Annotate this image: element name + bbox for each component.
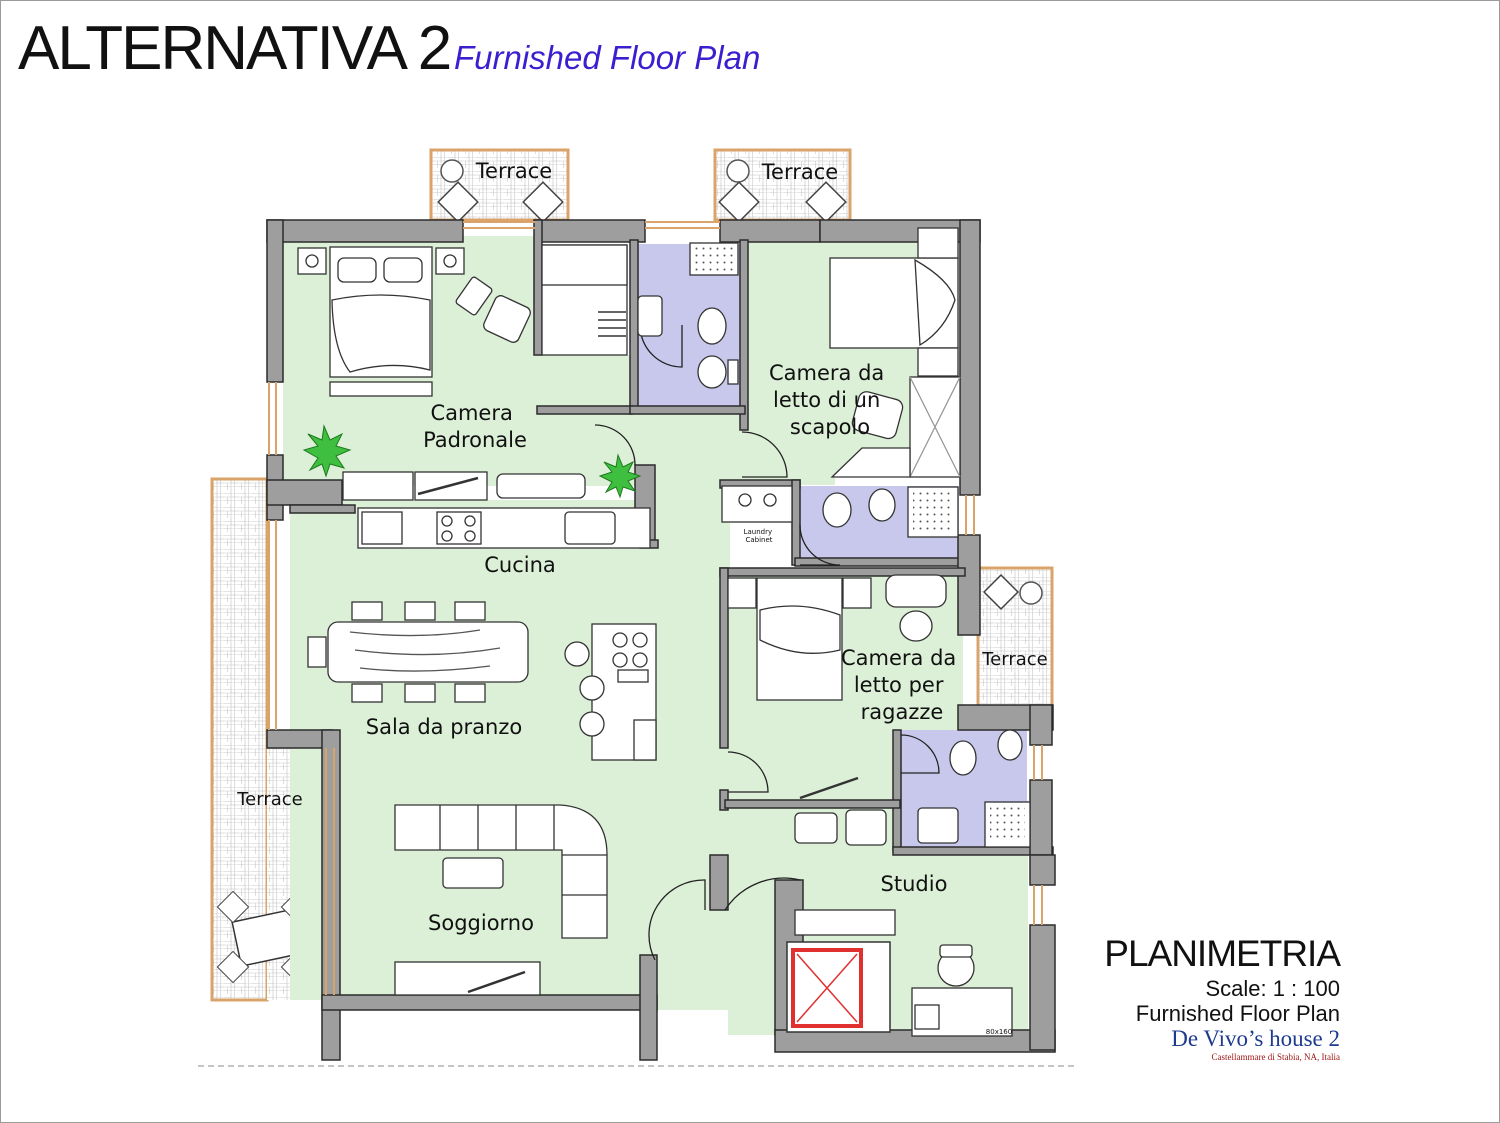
stool-icon — [579, 675, 605, 701]
room-label-camera-padronale: Camera Padronale — [423, 401, 527, 452]
elevator-icon — [786, 941, 891, 1033]
toilet-icon — [949, 740, 977, 776]
vanity-icon — [885, 574, 947, 608]
chair-icon — [899, 610, 933, 642]
terrace-label: Terrace — [475, 159, 552, 183]
coffee-table-icon — [442, 857, 504, 889]
toilet-icon — [697, 355, 727, 389]
dining-table-icon — [327, 621, 529, 683]
stool-icon — [579, 711, 605, 737]
room-label-camera-ragazze: Camera da letto per ragazze — [841, 646, 963, 724]
desk-size-label: 80x160 — [986, 1028, 1012, 1036]
terrace-top-right — [713, 148, 852, 223]
sink-icon — [637, 295, 663, 337]
legend-title: PLANIMETRIA — [1104, 933, 1341, 974]
bidet-icon — [997, 729, 1023, 761]
room-label-studio: Studio — [881, 872, 948, 896]
terrace-label: Terrace — [236, 789, 303, 810]
armchair-icon — [455, 276, 493, 316]
plan-title: ALTERNATIVA 2 — [18, 14, 452, 83]
room-label-soggiorno: Soggiorno — [428, 911, 534, 935]
legend-house-name: De Vivo’s house 2 — [1171, 1026, 1340, 1051]
plan-legend: PLANIMETRIA Scale: 1 : 100 Furnished Flo… — [1104, 932, 1341, 1062]
windows — [268, 221, 1043, 995]
furniture — [297, 227, 1031, 1037]
terrace-table-icon — [216, 890, 314, 984]
bidet-icon — [868, 488, 896, 522]
room-label-sala-pranzo: Sala da pranzo — [366, 715, 522, 739]
stool-icon — [564, 641, 590, 667]
legend-plan-type: Furnished Floor Plan — [1135, 1001, 1340, 1026]
terrace-right — [976, 566, 1054, 710]
bidet-icon — [697, 307, 727, 345]
sink-icon — [564, 511, 616, 545]
toilet-icon — [822, 492, 852, 528]
plant-icon — [598, 453, 642, 499]
legend-scale: Scale: 1 : 100 — [1205, 976, 1340, 1001]
plan-subtitle: Furnished Floor Plan — [454, 39, 761, 76]
room-label-camera-scapolo: Camera da letto di un scapolo — [769, 361, 891, 439]
chair-icon — [851, 391, 904, 440]
terrace-label: Terrace — [981, 649, 1048, 670]
laundry-label: Laundry Cabinet — [744, 528, 775, 544]
sink-icon — [917, 807, 959, 844]
legend-location: Castellammare di Stabia, NA, Italia — [1211, 1052, 1340, 1062]
terrace-label: Terrace — [761, 160, 838, 184]
plant-icon — [302, 424, 352, 478]
walls — [266, 219, 1056, 1061]
terrace-top-left — [429, 148, 570, 223]
armchair-icon — [483, 295, 531, 343]
room-label-cucina: Cucina — [484, 553, 556, 577]
